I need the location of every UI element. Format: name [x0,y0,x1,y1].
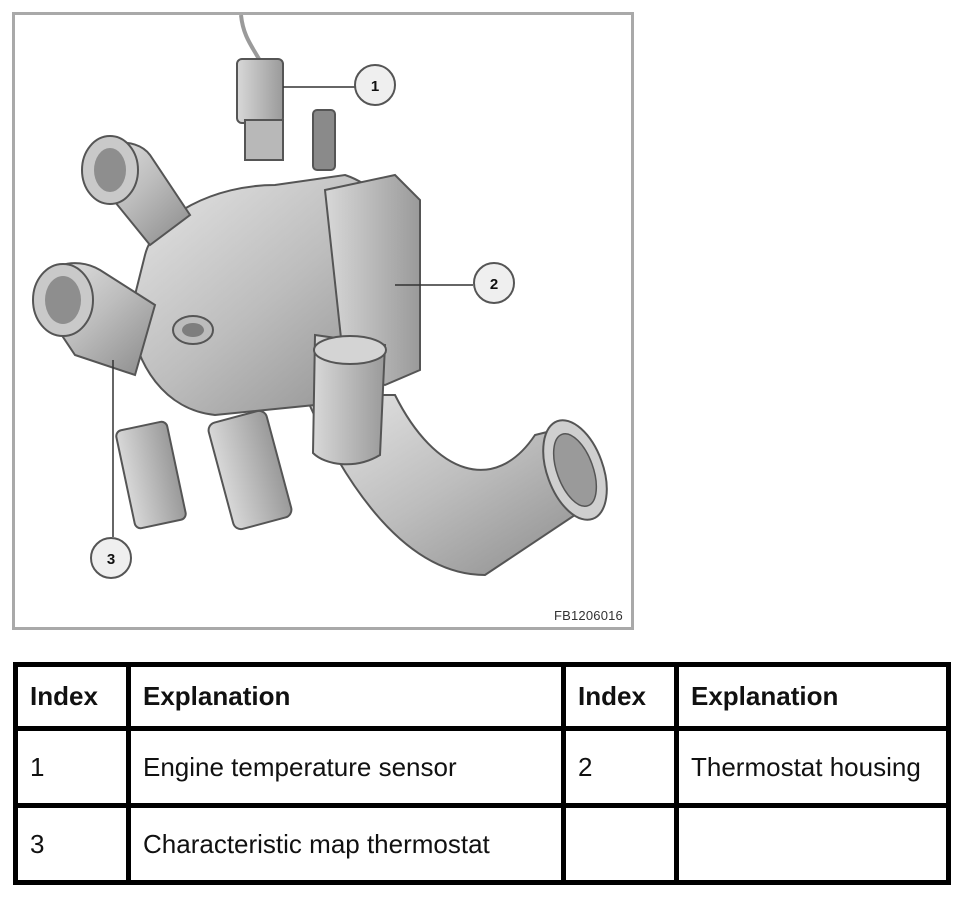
sensor-clip [312,109,336,171]
header-index: Index [561,662,679,731]
cell-index: 3 [13,803,131,885]
cell-index [561,803,679,885]
figure-code: FB1206016 [553,608,623,623]
cell-explanation: Engine temperature sensor [126,726,566,808]
engine-temperature-sensor [236,58,284,124]
thermostat-illustration: 1 2 3 [32,15,608,579]
table-row: 1 Engine temperature sensor 2 Thermostat… [13,726,951,808]
header-index: Index [13,662,131,731]
cell-index: 1 [13,726,131,808]
sensor-cable [239,15,261,60]
callout-3-label: 3 [107,551,115,568]
lower-connector-left [115,420,187,530]
lower-connector-right [207,409,293,531]
callout-3-badge [90,537,132,579]
callout-1-label: 1 [371,78,379,95]
legend-table: Index Explanation Index Explanation 1 En… [13,662,951,885]
cell-explanation: Thermostat housing [674,726,951,808]
cell-explanation: Characteristic map thermostat [126,803,566,885]
header-explanation: Explanation [126,662,566,731]
legend-header-row: Index Explanation Index Explanation [13,662,951,731]
cell-explanation [674,803,951,885]
table-row: 3 Characteristic map thermostat [13,803,951,885]
cell-index: 2 [561,726,679,808]
central-neck [311,333,387,466]
callout-1-badge [354,64,396,106]
callout-2-badge [473,262,515,304]
callout-2-label: 2 [490,276,498,293]
figure-frame: 1 2 3 FB1206016 [12,12,634,630]
header-explanation: Explanation [674,662,951,731]
